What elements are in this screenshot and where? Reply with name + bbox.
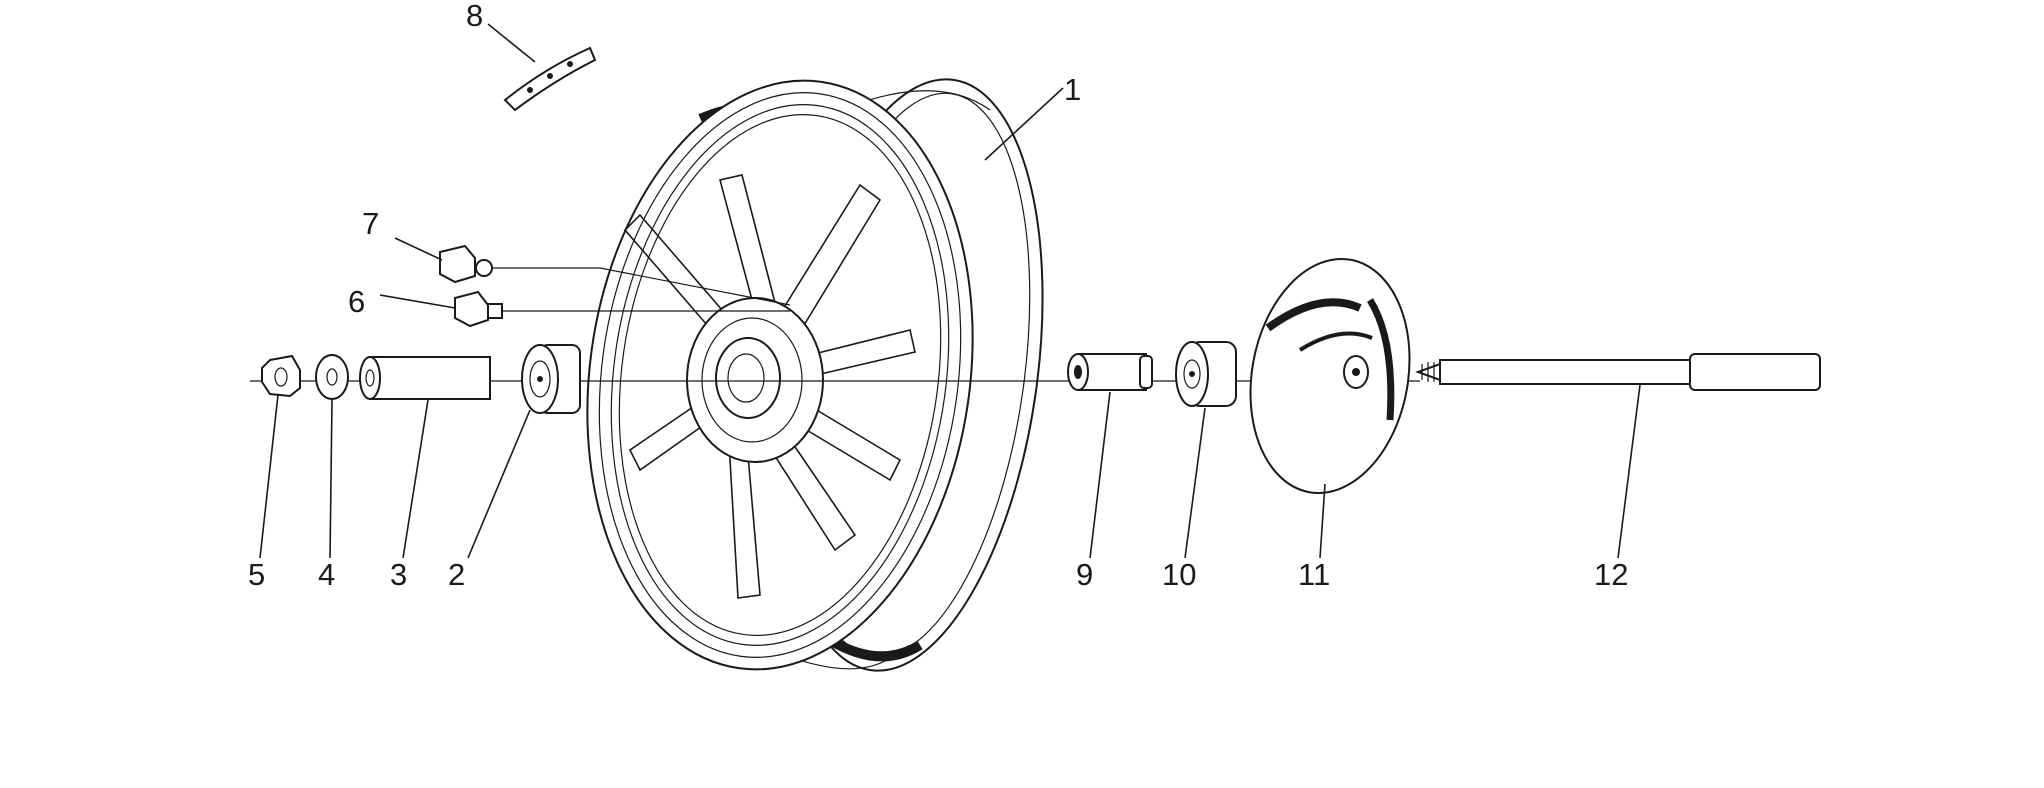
callout-5: 5: [248, 557, 265, 592]
callout-1: 1: [1064, 72, 1081, 107]
wheel-rim: [586, 78, 1044, 672]
callout-8: 8: [466, 0, 483, 33]
callout-9: 9: [1076, 557, 1093, 592]
callout-2: 2: [448, 557, 465, 592]
spacer-tube: [359, 356, 491, 400]
nut: [261, 354, 301, 398]
left-bearing: [521, 344, 581, 414]
callout-12: 12: [1594, 557, 1628, 592]
callout-11: 11: [1298, 557, 1330, 592]
right-spacer: [1067, 353, 1153, 391]
callout-10: 10: [1162, 557, 1196, 592]
wheel-axle: [1415, 353, 1821, 391]
right-bearing: [1175, 341, 1237, 407]
callout-7: 7: [362, 206, 379, 241]
callout-3: 3: [390, 557, 407, 592]
valve-upper: [439, 244, 791, 306]
valve-lower: [454, 290, 790, 328]
leader-lines: [259, 23, 1641, 559]
hub-cover: [1249, 258, 1411, 494]
washer: [315, 354, 349, 400]
callout-6: 6: [348, 284, 365, 319]
balance-weight: [503, 46, 597, 112]
callout-4: 4: [318, 557, 335, 592]
